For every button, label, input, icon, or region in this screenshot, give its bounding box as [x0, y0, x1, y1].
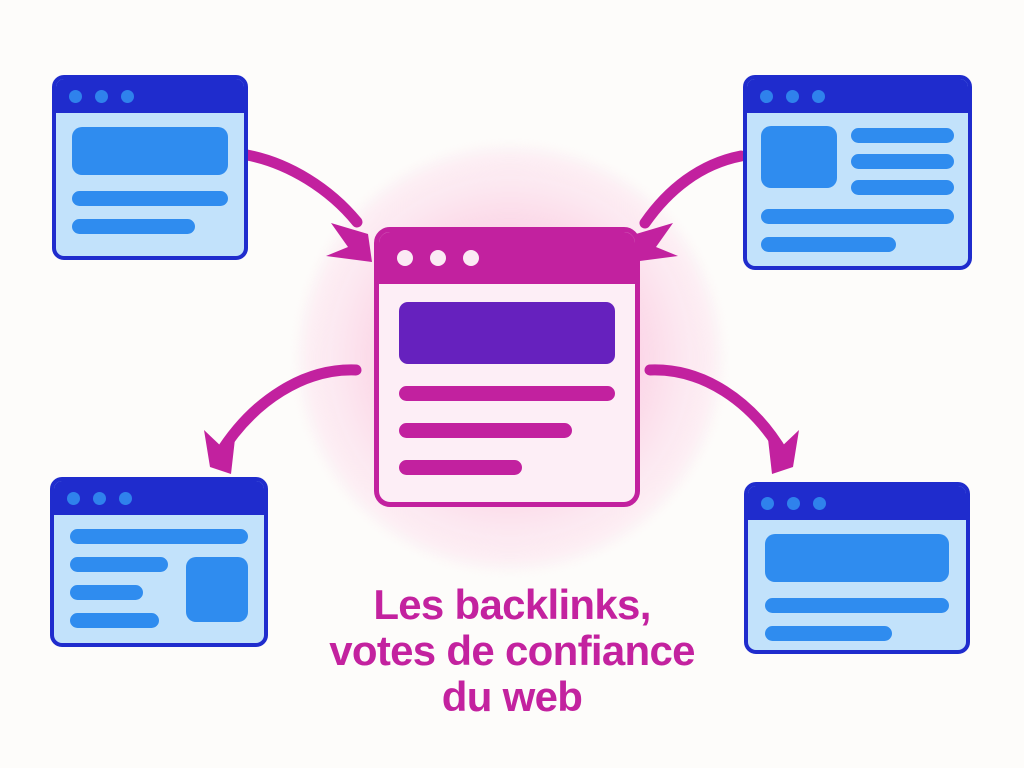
window-dot-close-icon [397, 250, 413, 266]
content-text-line [765, 598, 949, 613]
linking-website-bottom-left[interactable] [50, 477, 268, 647]
arrow-top-left-head [326, 223, 372, 262]
window-dot-minimize-icon [95, 89, 108, 103]
linking-website-bottom-right[interactable] [744, 482, 970, 654]
hero-image-placeholder [399, 302, 615, 364]
arrow-bottom-left-path [213, 364, 362, 461]
title-line-3: du web [441, 673, 583, 720]
content-text-line [72, 219, 196, 234]
arrow-top-left-path [241, 149, 363, 228]
window-dot-minimize-icon [430, 250, 446, 266]
window-title-bar [379, 232, 635, 284]
content-text-line [399, 423, 572, 438]
content-image-placeholder [765, 534, 949, 582]
window-dot-maximize-icon [812, 89, 825, 103]
content-text-line [70, 529, 248, 544]
arrow-bottom-right-head [767, 430, 799, 474]
arrow-bottom-right-path [644, 364, 790, 461]
content-text-line [761, 209, 954, 224]
window-dot-close-icon [761, 496, 774, 510]
window-title-bar [56, 79, 244, 113]
content-text-line [70, 613, 159, 628]
window-dot-maximize-icon [121, 89, 134, 103]
window-title-bar [747, 79, 968, 113]
arrow-top-right-path [639, 150, 747, 229]
window-body [54, 515, 264, 643]
content-text-line [851, 154, 954, 169]
content-text-line [761, 237, 897, 252]
page-title: Les backlinks, votes de confiance du web [262, 582, 762, 720]
window-title-bar [748, 486, 966, 520]
content-image-placeholder [186, 557, 248, 622]
window-dot-minimize-icon [786, 89, 799, 103]
content-text-line [399, 386, 615, 401]
content-image-placeholder [72, 127, 228, 175]
content-image-placeholder [761, 126, 837, 188]
content-text-line [399, 460, 523, 475]
window-dot-close-icon [760, 89, 773, 103]
window-dot-close-icon [67, 491, 80, 505]
window-dot-close-icon [69, 89, 82, 103]
content-text-line [70, 585, 144, 600]
arrow-bottom-left-head [204, 430, 236, 474]
content-text-line [851, 180, 954, 195]
window-dot-minimize-icon [93, 491, 106, 505]
window-dot-maximize-icon [119, 491, 132, 505]
window-dot-maximize-icon [813, 496, 826, 510]
title-line-2: votes de confiance [329, 627, 695, 674]
content-text-line [765, 626, 892, 641]
window-body [748, 520, 966, 650]
linking-website-top-right[interactable] [743, 75, 972, 270]
linking-website-top-left[interactable] [52, 75, 248, 260]
window-body [56, 113, 244, 256]
content-text-line [851, 128, 954, 143]
arrow-top-right-head [632, 223, 678, 262]
window-title-bar [54, 481, 264, 515]
window-body [747, 113, 968, 266]
window-body [379, 284, 635, 491]
content-text-line [72, 191, 228, 206]
window-dot-minimize-icon [787, 496, 800, 510]
content-text-line [70, 557, 168, 572]
title-line-1: Les backlinks, [373, 581, 651, 628]
window-dot-maximize-icon [463, 250, 479, 266]
central-website-window[interactable] [374, 227, 640, 507]
